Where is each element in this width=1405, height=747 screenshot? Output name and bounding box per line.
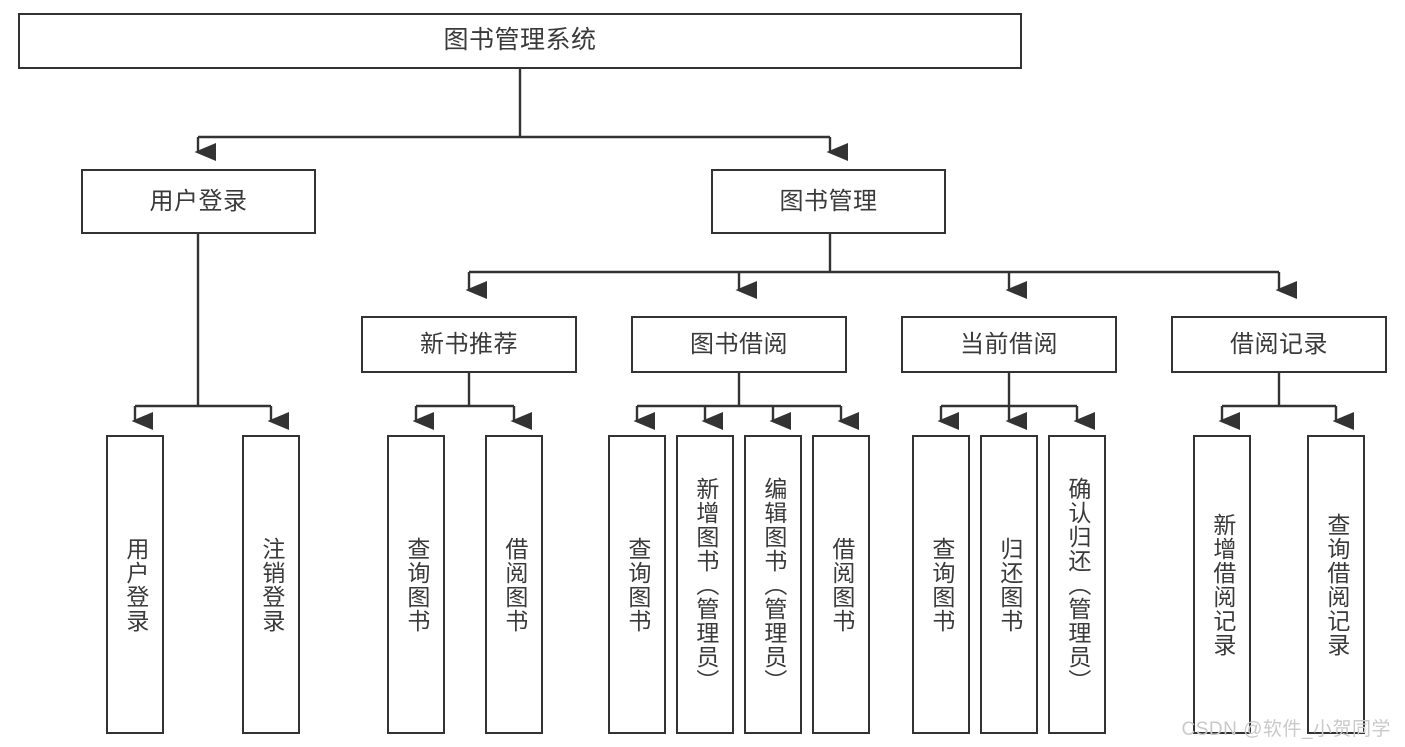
node-current-borrow[interactable]: 当前借阅 xyxy=(901,316,1117,373)
node-label: 图书管理系统 xyxy=(443,26,597,55)
node-label: 注销登录 xyxy=(258,536,285,633)
node-root-system[interactable]: 图书管理系统 xyxy=(18,13,1022,69)
node-label: 查询图书 xyxy=(403,536,430,633)
leaf-book-borrow-query[interactable]: 查询图书 xyxy=(608,435,666,734)
leaf-new-book-borrow[interactable]: 借阅图书 xyxy=(485,435,543,734)
node-label: 借阅图书 xyxy=(501,536,528,633)
node-label: 查询图书 xyxy=(624,536,651,633)
node-label: 用户登录 xyxy=(149,187,248,215)
node-label: 编辑图书（管理员） xyxy=(760,476,787,693)
leaf-borrow-record-query[interactable]: 查询借阅记录 xyxy=(1307,435,1365,734)
node-label: 借阅记录 xyxy=(1230,330,1328,358)
node-label: 确认归还（管理员） xyxy=(1064,476,1091,693)
node-label: 归还图书 xyxy=(996,536,1023,633)
node-label: 图书借阅 xyxy=(690,330,788,358)
node-label: 借阅图书 xyxy=(828,536,855,633)
node-label: 新增图书（管理员） xyxy=(692,476,719,693)
node-new-book-recommend[interactable]: 新书推荐 xyxy=(361,316,577,373)
leaf-borrow-record-add[interactable]: 新增借阅记录 xyxy=(1193,435,1251,734)
leaf-book-borrow-edit[interactable]: 编辑图书（管理员） xyxy=(744,435,802,734)
leaf-book-borrow-add[interactable]: 新增图书（管理员） xyxy=(676,435,734,734)
watermark-text: CSDN @软件_小贺同学 xyxy=(1181,719,1391,740)
node-label: 新书推荐 xyxy=(420,330,518,358)
leaf-current-borrow-query[interactable]: 查询图书 xyxy=(912,435,970,734)
leaf-book-borrow-borrow[interactable]: 借阅图书 xyxy=(812,435,870,734)
leaf-user-login-logout[interactable]: 注销登录 xyxy=(242,435,300,734)
node-label: 用户登录 xyxy=(122,536,149,633)
leaf-new-book-query[interactable]: 查询图书 xyxy=(387,435,445,734)
node-book-management[interactable]: 图书管理 xyxy=(711,169,946,234)
node-label: 当前借阅 xyxy=(960,330,1058,358)
leaf-user-login-login[interactable]: 用户登录 xyxy=(106,435,164,734)
leaf-current-borrow-return[interactable]: 归还图书 xyxy=(980,435,1038,734)
leaf-current-borrow-confirm-return[interactable]: 确认归还（管理员） xyxy=(1048,435,1106,734)
node-user-login[interactable]: 用户登录 xyxy=(81,169,316,234)
node-label: 图书管理 xyxy=(779,187,878,215)
node-label: 查询图书 xyxy=(928,536,955,633)
node-label: 新增借阅记录 xyxy=(1209,512,1236,657)
node-book-borrow[interactable]: 图书借阅 xyxy=(631,316,847,373)
node-borrow-record[interactable]: 借阅记录 xyxy=(1171,316,1387,373)
node-label: 查询借阅记录 xyxy=(1323,512,1350,657)
